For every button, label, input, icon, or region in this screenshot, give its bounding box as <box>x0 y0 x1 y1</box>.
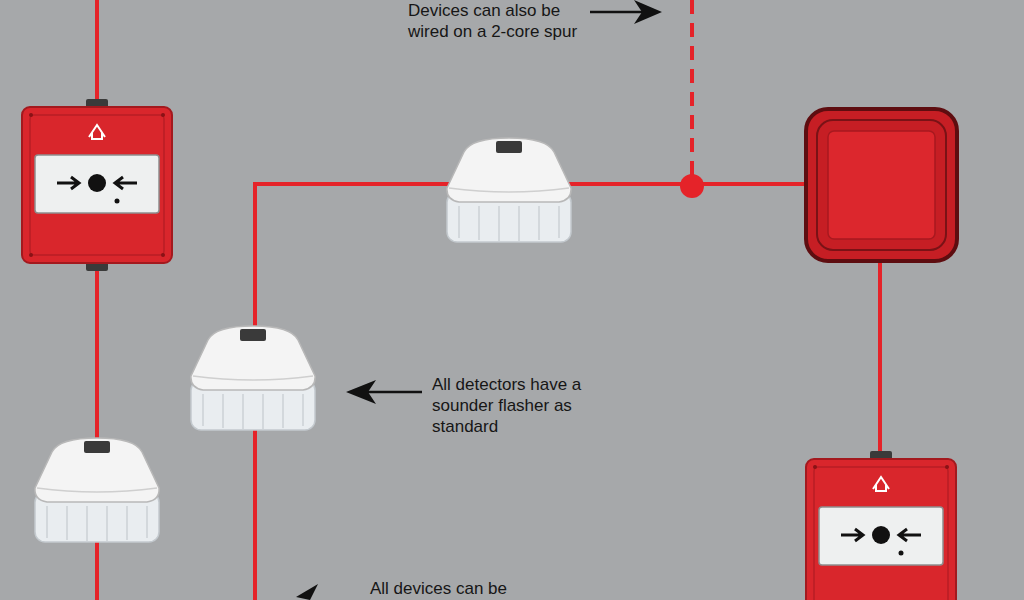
leader-arrow <box>346 380 422 404</box>
callout-note: All devices can be <box>370 578 600 599</box>
detector <box>191 326 315 430</box>
detector <box>447 138 571 242</box>
spur-wire <box>690 0 694 176</box>
wire <box>878 262 882 470</box>
callout-note: All detectors have a sounder flasher as … <box>432 374 622 437</box>
junction-dot <box>680 174 704 198</box>
leader-arrow <box>590 0 662 24</box>
sounder <box>806 109 957 261</box>
leader-arrow <box>296 584 318 600</box>
wire <box>255 184 805 600</box>
detector <box>35 438 159 542</box>
manual-call-point <box>806 451 956 600</box>
manual-call-point <box>22 99 172 271</box>
callout-note: Devices can also be wired on a 2-core sp… <box>408 0 598 42</box>
